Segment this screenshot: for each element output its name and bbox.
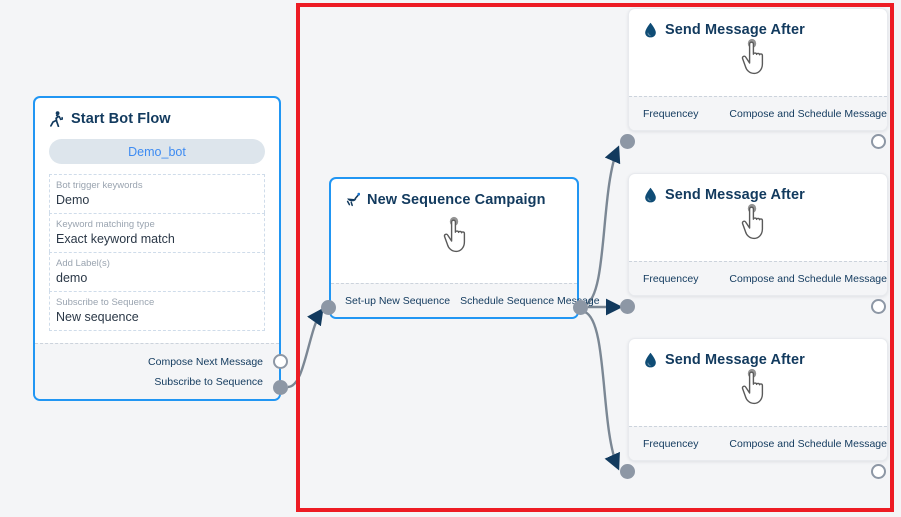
port-label-frequencey: Frequencey [643, 107, 699, 120]
field-label: Subscribe to Sequence [56, 297, 155, 308]
port-out-compose-and-schedule-message-1[interactable] [871, 134, 886, 149]
port-out-compose-and-schedule-message-2[interactable] [871, 299, 886, 314]
field-label: Add Label(s) [56, 258, 110, 269]
port-label-setup-new-sequence: Set-up New Sequence [345, 294, 451, 307]
port-in-frequencey-1[interactable] [620, 134, 635, 149]
node-send-message-after-title: Send Message After [629, 339, 887, 368]
sequence-paint-icon [345, 191, 360, 208]
edge-start-to-sequence [287, 307, 324, 389]
port-in-frequencey-3[interactable] [620, 464, 635, 479]
field-row[interactable]: Add Label(s) demo [49, 252, 265, 291]
send-message-after-ports: Frequencey Compose and Schedule Message [629, 96, 887, 130]
port-label-compose-and-schedule-message: Compose and Schedule Message [729, 272, 887, 285]
node-start-bot-flow-title-text: Start Bot Flow [71, 110, 171, 127]
port-in-frequencey-2[interactable] [620, 299, 635, 314]
port-label-frequencey: Frequencey [643, 272, 699, 285]
node-new-sequence-campaign-title: New Sequence Campaign [331, 179, 577, 208]
running-person-icon [49, 110, 64, 127]
port-label-compose-and-schedule-message: Compose and Schedule Message [729, 437, 887, 450]
node-send-message-after-2[interactable]: Send Message After Frequencey Compose an… [628, 173, 888, 296]
node-start-bot-flow[interactable]: Start Bot Flow Demo_bot Bot trigger keyw… [33, 96, 281, 401]
start-bot-flow-ports: Compose Next Message Subscribe to Sequen… [35, 343, 279, 399]
node-send-message-after-title: Send Message After [629, 9, 887, 38]
node-send-message-after-title-text: Send Message After [665, 186, 805, 203]
port-out-subscribe-to-sequence[interactable] [273, 380, 288, 395]
node-send-message-after-title: Send Message After [629, 174, 887, 203]
node-send-message-after-title-text: Send Message After [665, 21, 805, 38]
port-out-compose-next-message[interactable] [273, 354, 288, 369]
field-row[interactable]: Subscribe to Sequence New sequence [49, 291, 265, 331]
field-value: Exact keyword match [56, 232, 175, 246]
pointing-hand-cursor [436, 215, 476, 255]
edge-sequence-to-card1 [584, 145, 621, 307]
send-message-after-ports: Frequencey Compose and Schedule Message [629, 261, 887, 295]
port-label-subscribe-to-sequence: Subscribe to Sequence [154, 375, 263, 388]
node-send-message-after-3[interactable]: Send Message After Frequencey Compose an… [628, 338, 888, 461]
node-new-sequence-campaign[interactable]: New Sequence Campaign Set-up New Sequenc… [329, 177, 600, 319]
water-drop-icon [643, 21, 658, 38]
node-send-message-after-title-text: Send Message After [665, 351, 805, 368]
bot-selector-pill[interactable]: Demo_bot [49, 139, 265, 164]
port-out-schedule-sequence-message[interactable] [573, 300, 588, 315]
edge-sequence-to-card3 [584, 310, 620, 471]
field-row[interactable]: Bot trigger keywords Demo [49, 174, 265, 213]
bot-selector-pill-label: Demo_bot [128, 144, 186, 159]
field-label: Bot trigger keywords [56, 180, 143, 191]
start-bot-flow-fields: Bot trigger keywords Demo Keyword matchi… [49, 174, 265, 331]
field-value: New sequence [56, 310, 139, 324]
send-message-after-ports: Frequencey Compose and Schedule Message [629, 426, 887, 460]
pointing-hand-cursor [734, 37, 774, 77]
port-label-frequencey: Frequencey [643, 437, 699, 450]
field-row[interactable]: Keyword matching type Exact keyword matc… [49, 213, 265, 252]
field-value: Demo [56, 193, 90, 207]
field-label: Keyword matching type [56, 219, 155, 230]
field-value: demo [56, 271, 88, 285]
port-out-compose-and-schedule-message-3[interactable] [871, 464, 886, 479]
pointing-hand-cursor [734, 202, 774, 242]
port-in-setup-new-sequence[interactable] [321, 300, 336, 315]
new-sequence-campaign-ports: Set-up New Sequence Schedule Sequence Me… [331, 283, 600, 317]
port-label-schedule-sequence-message: Schedule Sequence Message [460, 294, 600, 307]
node-start-bot-flow-title: Start Bot Flow [35, 98, 279, 127]
water-drop-icon [643, 351, 658, 368]
node-new-sequence-campaign-title-text: New Sequence Campaign [367, 191, 546, 208]
node-send-message-after-1[interactable]: Send Message After Frequencey Compose an… [628, 8, 888, 131]
port-label-compose-and-schedule-message: Compose and Schedule Message [729, 107, 887, 120]
pointing-hand-cursor [734, 367, 774, 407]
port-label-compose-next-message: Compose Next Message [148, 355, 263, 368]
water-drop-icon [643, 186, 658, 203]
